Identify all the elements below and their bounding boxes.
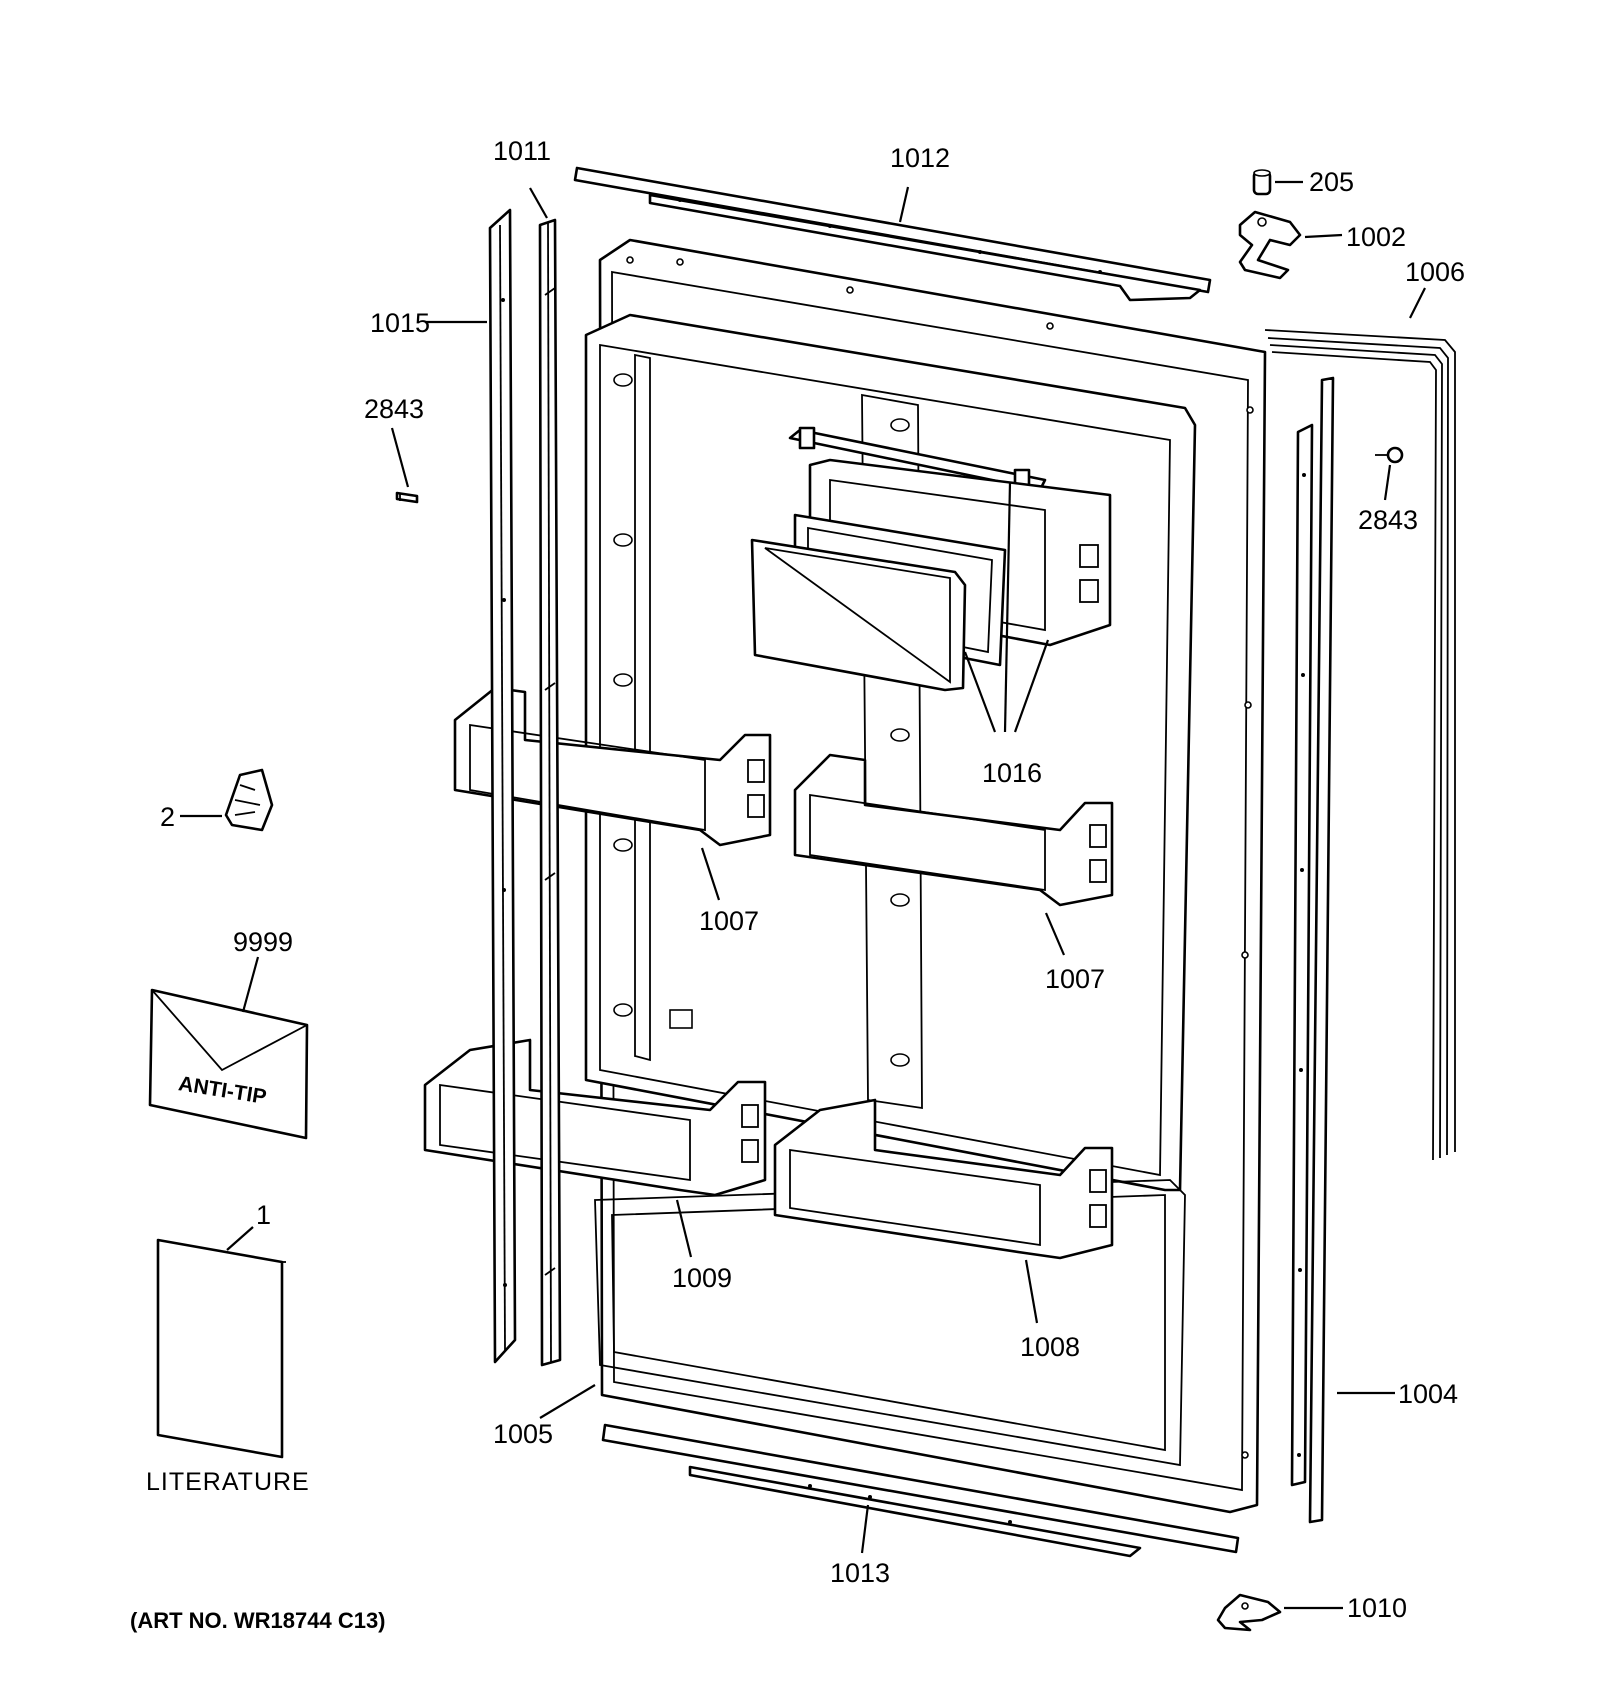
callout-1: 1 (256, 1200, 271, 1230)
door-bin-1007-left (453, 686, 772, 847)
hinge-1002 (1238, 210, 1302, 280)
rail-clips (613, 373, 910, 1067)
screw-2843-left (395, 491, 419, 504)
door-bin-1008 (773, 1098, 1114, 1260)
callout-1002: 1002 (1346, 222, 1406, 252)
leader-lines (180, 180, 1426, 1610)
anti-tip-envelope-9999 (148, 988, 309, 1140)
side-trim-1015 (488, 208, 517, 1364)
door-bin-1007-right (793, 753, 1114, 907)
callout-labels: 1011 1012 205 1002 1006 1015 2843 2843 1… (130, 136, 1465, 1633)
hardware-bag-2 (224, 768, 274, 832)
callout-1005: 1005 (493, 1419, 553, 1449)
callout-1004: 1004 (1398, 1379, 1458, 1409)
callout-1007-left: 1007 (699, 906, 759, 936)
bottom-hinge-1010 (1216, 1593, 1282, 1632)
top-trim-1012 (573, 166, 1212, 302)
callout-1011: 1011 (493, 136, 551, 166)
dairy-compartment-1016 (750, 426, 1112, 692)
art-number: (ART NO. WR18744 C13) (130, 1608, 386, 1633)
callout-9999: 9999 (233, 927, 293, 957)
literature-label: LITERATURE (146, 1468, 310, 1496)
callout-1016: 1016 (982, 758, 1042, 788)
literature-booklet-1 (156, 1238, 286, 1459)
callout-1013: 1013 (830, 1558, 890, 1588)
callout-1010: 1010 (1347, 1593, 1407, 1623)
callout-2843-right: 2843 (1358, 505, 1418, 535)
callout-1012: 1012 (890, 143, 950, 173)
callout-1007-right: 1007 (1045, 964, 1105, 994)
hinge-cap-205 (1252, 169, 1272, 196)
screw-2843-right (1375, 446, 1404, 464)
callout-1006: 1006 (1405, 257, 1465, 287)
callout-1009: 1009 (672, 1263, 732, 1293)
side-trim-1011 (538, 218, 562, 1367)
callout-1008: 1008 (1020, 1332, 1080, 1362)
door-gasket-1006 (1264, 329, 1456, 1161)
callout-2: 2 (160, 802, 175, 832)
callout-2843-left: 2843 (364, 394, 424, 424)
side-trim-1004 (1290, 376, 1335, 1524)
callout-1015: 1015 (370, 308, 430, 338)
bottom-trim-1013 (601, 1423, 1240, 1558)
callout-205: 205 (1309, 167, 1354, 197)
